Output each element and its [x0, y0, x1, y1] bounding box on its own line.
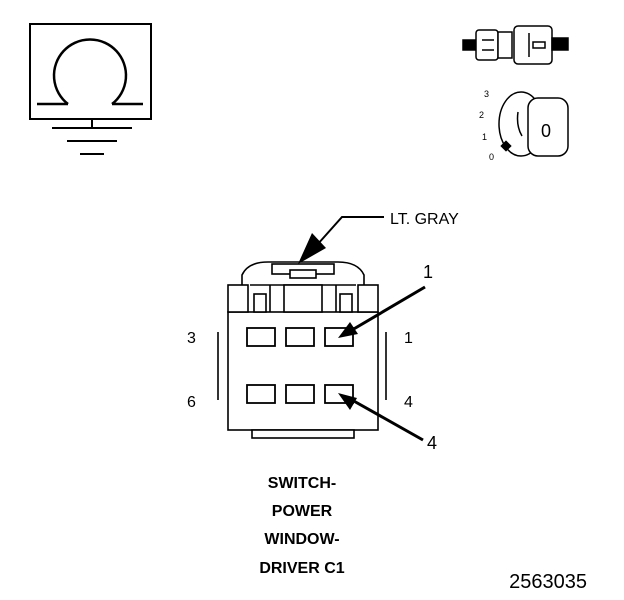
color-callout-label: LT. GRAY [390, 211, 459, 228]
key-position-3: 3 [484, 89, 489, 99]
cavity-callout-4: 4 [427, 433, 437, 453]
title-line-1: SWITCH- [268, 475, 336, 492]
figure-number: 2563035 [509, 571, 587, 593]
connector-latch [253, 263, 353, 313]
key-position-1: 1 [482, 132, 487, 142]
title-line-2: POWER [272, 503, 333, 520]
ignition-key-icon: 3 2 1 0 0 [479, 89, 569, 162]
color-callout: LT. GRAY [298, 211, 459, 264]
cavity-2 [285, 327, 315, 347]
pin-label-4: 4 [404, 394, 413, 411]
cavity-callout-arrow-4 [338, 393, 424, 442]
title-line-3: WINDOW- [264, 531, 339, 548]
pin-label-3: 3 [187, 330, 196, 347]
title-line-4: DRIVER C1 [259, 560, 344, 577]
cavity-3 [246, 327, 276, 347]
key-letter: 0 [541, 121, 551, 141]
pin-label-6: 6 [187, 394, 196, 411]
pin-label-1: 1 [404, 330, 413, 347]
connector-plug-icon [462, 25, 569, 65]
cavity-5 [285, 384, 315, 404]
ground-symbol-icon [29, 23, 152, 155]
key-position-2: 2 [479, 110, 484, 120]
cavity-callout-arrow-1 [338, 285, 426, 338]
cavity-callout-1: 1 [423, 262, 433, 282]
key-position-0: 0 [489, 152, 494, 162]
cavity-6 [246, 384, 276, 404]
connector-title: SWITCH- POWER WINDOW- DRIVER C1 [259, 475, 344, 577]
